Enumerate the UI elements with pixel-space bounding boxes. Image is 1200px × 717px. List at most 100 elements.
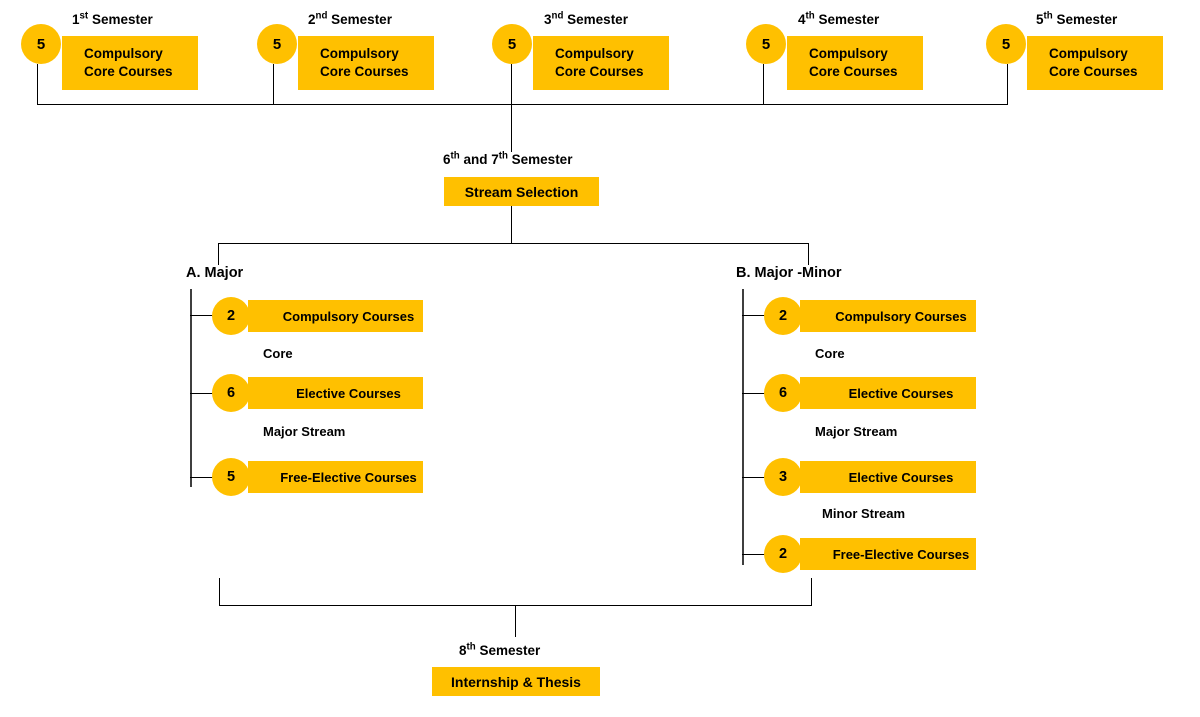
branch-a-row-box-1[interactable]: Compulsory Courses: [248, 300, 423, 332]
semester-caption-1: 1st Semester: [72, 11, 153, 27]
semester-caption-word: Semester: [1056, 12, 1118, 27]
stream-caption-ord1: th: [450, 150, 460, 162]
branch-b-sub-label-3: Minor Stream: [822, 506, 906, 521]
semester-caption-word: Semester: [567, 12, 628, 27]
semester-credit-badge-5[interactable]: 5: [986, 24, 1026, 64]
connector-branch-b-down: [811, 578, 813, 606]
stream-selection-box[interactable]: Stream Selection: [444, 177, 599, 206]
branch-a-stub-1: [190, 315, 216, 317]
connector-branch-a-down: [219, 578, 221, 606]
semester-caption-word: Semester: [331, 12, 392, 27]
branch-b-row-box-2[interactable]: Elective Courses: [800, 377, 976, 409]
branch-a-credit-value-1: 2: [226, 308, 236, 324]
semester-credit-badge-3[interactable]: 5: [492, 24, 532, 64]
branch-b-stub-2: [742, 393, 768, 395]
semester-caption-number: 1: [72, 12, 80, 27]
stream-caption-post: Semester: [507, 152, 573, 167]
branch-b-row-label-4: Free-Elective Courses: [832, 546, 970, 562]
connector-drop-sem4: [763, 64, 765, 105]
final-caption-word: Semester: [475, 643, 541, 658]
connector-drop-sem3: [511, 64, 513, 152]
final-caption-number: 8: [459, 643, 467, 658]
branch-b-sub-label-1: Core: [815, 346, 845, 361]
semester-box-line2: Core Courses: [809, 64, 898, 79]
final-semester-label: Internship & Thesis: [451, 673, 581, 690]
branch-a-stub-2: [190, 393, 216, 395]
semester-box-4[interactable]: Compulsory Core Courses: [787, 36, 923, 90]
branch-b-row-label-1: Compulsory Courses: [835, 308, 967, 324]
connector-drop-sem2: [273, 64, 275, 105]
branch-a-row-box-3[interactable]: Free-Elective Courses: [248, 461, 423, 493]
branch-title-a: A. Major: [186, 265, 243, 281]
semester-caption-number: 4: [798, 12, 806, 27]
branch-a-credit-badge-3[interactable]: 5: [212, 458, 250, 496]
branch-a-spine: [190, 289, 192, 487]
semester-box-5[interactable]: Compulsory Core Courses: [1027, 36, 1163, 90]
semester-credit-value: 5: [507, 35, 517, 53]
semester-credit-badge-1[interactable]: 5: [21, 24, 61, 64]
branch-b-row-box-4[interactable]: Free-Elective Courses: [800, 538, 976, 570]
branch-a-credit-value-3: 5: [226, 469, 236, 485]
branch-b-credit-badge-4[interactable]: 2: [764, 535, 802, 573]
branch-a-row-box-2[interactable]: Elective Courses: [248, 377, 423, 409]
semester-box-line1: Compulsory: [1049, 46, 1128, 62]
branch-b-row-label-2: Elective Courses: [848, 385, 954, 401]
branch-b-row-box-3[interactable]: Elective Courses: [800, 461, 976, 493]
connector-branch-b-riser: [808, 243, 810, 265]
branch-title-b-label: B. Major -Minor: [736, 265, 842, 281]
final-semester-box[interactable]: Internship & Thesis: [432, 667, 600, 696]
branch-b-row-box-1[interactable]: Compulsory Courses: [800, 300, 976, 332]
connector-stream-drop: [511, 206, 513, 244]
branch-a-stub-3: [190, 477, 216, 479]
semester-caption-number: 2: [308, 12, 316, 27]
branch-title-b: B. Major -Minor: [736, 265, 842, 281]
semester-caption-number: 5: [1036, 12, 1044, 27]
final-caption-ordinal: th: [466, 641, 476, 653]
stream-caption-ord2: th: [498, 150, 508, 162]
branch-a-sub-label-2: Major Stream: [263, 424, 346, 439]
semester-box-line1: Compulsory: [809, 46, 888, 62]
semester-caption-3: 3nd Semester: [544, 11, 628, 27]
stream-selection-label: Stream Selection: [464, 183, 579, 200]
stream-caption-mid: and 7: [459, 152, 499, 167]
semester-caption-5: 5th Semester: [1036, 10, 1118, 27]
branch-b-row-label-3: Elective Courses: [848, 469, 954, 485]
semester-box-line2: Core Courses: [555, 64, 644, 79]
semester-caption-word: Semester: [91, 12, 153, 27]
branch-b-sub-label-2: Major Stream: [815, 424, 898, 439]
branch-a-credit-value-2: 6: [226, 385, 236, 401]
branch-b-credit-value-2: 6: [778, 385, 788, 401]
branch-b-credit-badge-2[interactable]: 6: [764, 374, 802, 412]
semester-credit-badge-2[interactable]: 5: [257, 24, 297, 64]
branch-a-credit-badge-2[interactable]: 6: [212, 374, 250, 412]
semester-box-3[interactable]: Compulsory Core Courses: [533, 36, 669, 90]
stream-caption-pre: 6: [443, 152, 451, 167]
semester-caption-word: Semester: [818, 12, 880, 27]
semester-credit-value: 5: [272, 35, 282, 53]
semester-box-line2: Core Courses: [84, 64, 173, 79]
branch-b-credit-badge-1[interactable]: 2: [764, 297, 802, 335]
branch-a-credit-badge-1[interactable]: 2: [212, 297, 250, 335]
branch-b-credit-value-4: 2: [778, 546, 788, 562]
semester-box-line2: Core Courses: [1049, 64, 1138, 79]
branch-b-credit-value-3: 3: [778, 469, 788, 485]
branch-b-stub-4: [742, 554, 768, 556]
connector-drop-sem5: [1007, 64, 1009, 105]
branch-a-row-label-1: Compulsory Courses: [282, 308, 415, 324]
semester-box-line2: Core Courses: [320, 64, 409, 79]
branch-a-sub-label-1: Core: [263, 346, 293, 361]
branch-a-row-label-3: Free-Elective Courses: [280, 469, 417, 485]
branch-a-row-label-2: Elective Courses: [296, 385, 401, 401]
semester-caption-number: 3: [544, 12, 552, 27]
semester-caption-ordinal: th: [805, 10, 815, 22]
branch-b-stub-3: [742, 477, 768, 479]
semester-box-1[interactable]: Compulsory Core Courses: [62, 36, 198, 90]
branch-b-credit-badge-3[interactable]: 3: [764, 458, 802, 496]
semester-credit-badge-4[interactable]: 5: [746, 24, 786, 64]
semester-box-2[interactable]: Compulsory Core Courses: [298, 36, 434, 90]
branch-b-stub-1: [742, 315, 768, 317]
connector-drop-sem1: [37, 64, 39, 105]
semester-caption-ordinal: th: [1043, 10, 1053, 22]
semester-caption-2: 2nd Semester: [308, 11, 392, 27]
